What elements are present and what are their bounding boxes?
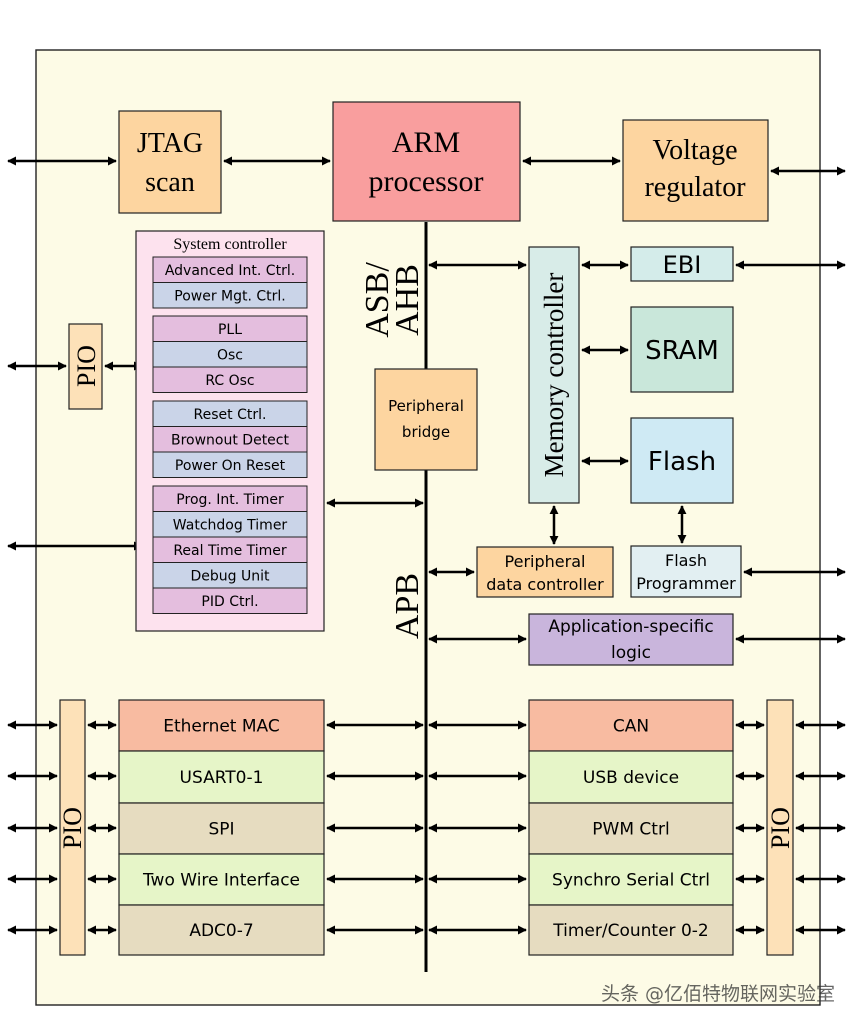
svg-text:SPI: SPI bbox=[208, 820, 234, 840]
svg-text:Power On Reset: Power On Reset bbox=[175, 458, 286, 474]
svg-text:PIO: PIO bbox=[58, 807, 87, 849]
svg-text:Real Time Timer: Real Time Timer bbox=[173, 543, 287, 559]
svg-text:RC Osc: RC Osc bbox=[205, 373, 254, 389]
system-controller-title: System controller bbox=[173, 236, 287, 253]
pio-block-right: PIO bbox=[766, 699, 795, 956]
svg-text:Application-specific: Application-specific bbox=[548, 617, 713, 637]
svg-text:Debug Unit: Debug Unit bbox=[191, 569, 271, 585]
system-controller-row: Brownout Detect bbox=[152, 426, 308, 453]
right-peripheral-row: Timer/Counter 0-2 bbox=[528, 904, 734, 956]
svg-text:JTAG: JTAG bbox=[137, 128, 203, 159]
svg-text:processor: processor bbox=[369, 165, 484, 198]
svg-text:Voltage: Voltage bbox=[652, 135, 737, 166]
svg-text:PLL: PLL bbox=[218, 322, 242, 338]
system-controller-row: Reset Ctrl. bbox=[152, 400, 308, 427]
svg-text:regulator: regulator bbox=[644, 172, 746, 203]
left-peripheral-row: Ethernet MAC bbox=[118, 699, 325, 752]
system-controller-row: RC Osc bbox=[152, 366, 308, 393]
peripheral-data-controller-block: Peripheral data controller bbox=[476, 546, 614, 598]
system-controller-row: Osc bbox=[152, 341, 308, 368]
right-peripheral-row: CAN bbox=[528, 699, 734, 752]
watermark-text: 头条 @亿佰特物联网实验室 bbox=[601, 983, 835, 1005]
system-controller-rows: Advanced Int. Ctrl. Power Mgt. Ctrl. PLL Os… bbox=[152, 256, 308, 614]
svg-text:Synchro Serial Ctrl: Synchro Serial Ctrl bbox=[552, 871, 710, 891]
left-peripheral-row: USART0-1 bbox=[118, 750, 325, 804]
system-controller-row: Power On Reset bbox=[152, 451, 308, 478]
arm-processor-block: ARM processor bbox=[332, 101, 521, 222]
svg-text:SRAM: SRAM bbox=[645, 336, 719, 366]
svg-text:Peripheral: Peripheral bbox=[505, 552, 586, 571]
svg-text:Programmer: Programmer bbox=[636, 574, 736, 593]
svg-text:logic: logic bbox=[611, 643, 651, 663]
system-controller-row: Watchdog Timer bbox=[152, 511, 308, 538]
svg-text:ADC0-7: ADC0-7 bbox=[189, 921, 253, 941]
memory-controller-block: Memory controller bbox=[528, 246, 580, 504]
svg-text:Ethernet MAC: Ethernet MAC bbox=[163, 717, 280, 737]
svg-text:USART0-1: USART0-1 bbox=[180, 768, 264, 788]
svg-text:Flash: Flash bbox=[665, 551, 707, 570]
system-controller-block: System controller Advanced Int. Ctrl. Pow… bbox=[135, 230, 325, 632]
svg-text:Timer/Counter 0-2: Timer/Counter 0-2 bbox=[552, 921, 708, 941]
system-controller-row: Advanced Int. Ctrl. bbox=[152, 256, 308, 283]
right-peripheral-row: PWM Ctrl bbox=[528, 802, 734, 855]
application-specific-logic-block: Application-specific logic bbox=[528, 613, 734, 666]
bus-label-asb: ASB/ bbox=[359, 262, 396, 338]
right-peripheral-row: Synchro Serial Ctrl bbox=[528, 853, 734, 906]
svg-text:USB device: USB device bbox=[583, 768, 679, 788]
svg-text:Two Wire Interface: Two Wire Interface bbox=[142, 871, 300, 891]
svg-text:Brownout Detect: Brownout Detect bbox=[171, 433, 290, 449]
connector-arrows bbox=[7, 156, 846, 935]
system-controller-row: Prog. Int. Timer bbox=[152, 485, 308, 512]
bus-label-ahb: AHB bbox=[389, 264, 426, 336]
left-peripheral-row: ADC0-7 bbox=[118, 904, 325, 956]
svg-text:ARM: ARM bbox=[392, 126, 460, 159]
left-peripheral-row: Two Wire Interface bbox=[118, 853, 325, 906]
sram-block: SRAM bbox=[630, 306, 734, 393]
svg-text:Prog. Int. Timer: Prog. Int. Timer bbox=[176, 492, 284, 508]
svg-text:scan: scan bbox=[145, 167, 195, 198]
svg-text:CAN: CAN bbox=[613, 717, 649, 737]
pio-block-left: PIO bbox=[58, 699, 87, 956]
system-controller-row: Power Mgt. Ctrl. bbox=[152, 282, 308, 309]
left-peripheral-row: SPI bbox=[118, 802, 325, 855]
system-controller-row: PLL bbox=[152, 315, 308, 342]
system-controller-row: PID Ctrl. bbox=[152, 587, 308, 614]
right-peripheral-row: USB device bbox=[528, 750, 734, 804]
svg-text:data controller: data controller bbox=[486, 575, 604, 594]
svg-text:Peripheral: Peripheral bbox=[388, 397, 464, 415]
pio-block-top: PIO bbox=[68, 323, 103, 410]
bus-label-apb: APB bbox=[389, 573, 426, 639]
svg-text:Reset Ctrl.: Reset Ctrl. bbox=[194, 407, 267, 423]
svg-text:EBI: EBI bbox=[663, 251, 702, 279]
ebi-block: EBI bbox=[630, 246, 734, 282]
svg-text:PWM Ctrl: PWM Ctrl bbox=[592, 820, 669, 840]
svg-text:Power Mgt. Ctrl.: Power Mgt. Ctrl. bbox=[174, 289, 286, 305]
svg-text:PIO: PIO bbox=[72, 345, 101, 387]
jtag-scan-block: JTAG scan bbox=[118, 110, 222, 214]
svg-text:bridge: bridge bbox=[402, 423, 450, 441]
peripheral-bridge-block: Peripheral bridge bbox=[374, 368, 478, 471]
voltage-regulator-block: Voltage regulator bbox=[622, 119, 769, 222]
system-controller-row: Real Time Timer bbox=[152, 536, 308, 563]
svg-text:PID Ctrl.: PID Ctrl. bbox=[201, 594, 258, 610]
svg-text:Watchdog Timer: Watchdog Timer bbox=[173, 518, 288, 534]
svg-text:Advanced Int. Ctrl.: Advanced Int. Ctrl. bbox=[165, 263, 295, 279]
flash-block: Flash bbox=[630, 417, 734, 504]
svg-text:Flash: Flash bbox=[648, 447, 716, 477]
svg-text:Osc: Osc bbox=[217, 348, 243, 364]
flash-programmer-block: Flash Programmer bbox=[630, 545, 742, 598]
system-controller-row: Debug Unit bbox=[152, 562, 308, 589]
svg-text:PIO: PIO bbox=[766, 807, 795, 849]
svg-text:Memory controller: Memory controller bbox=[539, 273, 569, 478]
